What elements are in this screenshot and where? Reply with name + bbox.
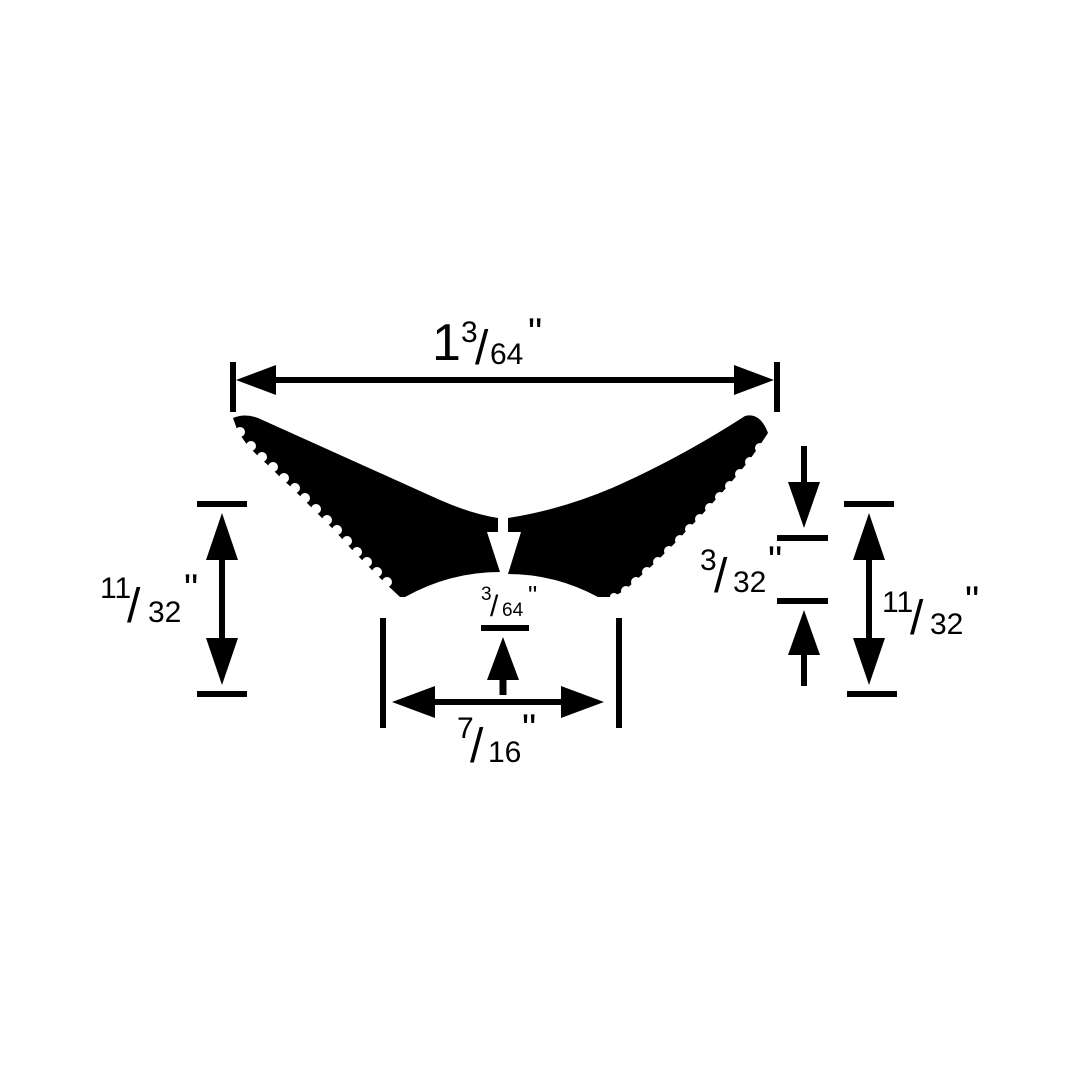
center-thickness-denominator: 64 [502, 600, 524, 621]
right-height-dimension [844, 501, 897, 697]
right-wing [508, 415, 768, 597]
base-width-unit: " [522, 707, 536, 751]
left-height-slash: / [127, 580, 141, 633]
overall-width-numerator: 3 [461, 316, 478, 349]
base-width-dimension [380, 618, 622, 728]
left-wing [233, 415, 500, 597]
left-height-denominator: 32 [148, 596, 181, 629]
overall-width-slash: / [475, 322, 489, 375]
right-gap-denominator: 32 [733, 566, 766, 599]
right-height-slash: / [910, 592, 924, 645]
right-height-unit: " [965, 579, 979, 623]
base-width-denominator: 16 [488, 736, 521, 769]
base-width-numerator: 7 [457, 712, 474, 745]
right-gap-unit: " [768, 539, 782, 583]
center-thickness-slash: / [490, 590, 499, 623]
overall-width-dimension [230, 362, 780, 412]
right-gap-slash: / [714, 550, 728, 603]
right-gap-numerator: 3 [700, 544, 717, 577]
trim-profile [233, 415, 768, 601]
center-thickness-unit: " [528, 580, 537, 610]
right-gap-dimension [777, 446, 828, 686]
left-height-numerator: 11 [100, 572, 131, 605]
overall-width-whole: 1 [432, 314, 461, 372]
center-thickness-numerator: 3 [481, 584, 492, 605]
right-height-denominator: 32 [930, 608, 963, 641]
center-thickness-dimension [481, 625, 529, 695]
right-height-numerator: 11 [882, 586, 913, 619]
base-width-slash: / [470, 720, 484, 773]
overall-width-unit: " [528, 311, 542, 355]
left-height-unit: " [184, 567, 198, 611]
right-serrations [610, 443, 765, 601]
left-height-dimension [197, 501, 247, 697]
overall-width-denominator: 64 [490, 338, 523, 371]
left-serrations [235, 427, 392, 587]
